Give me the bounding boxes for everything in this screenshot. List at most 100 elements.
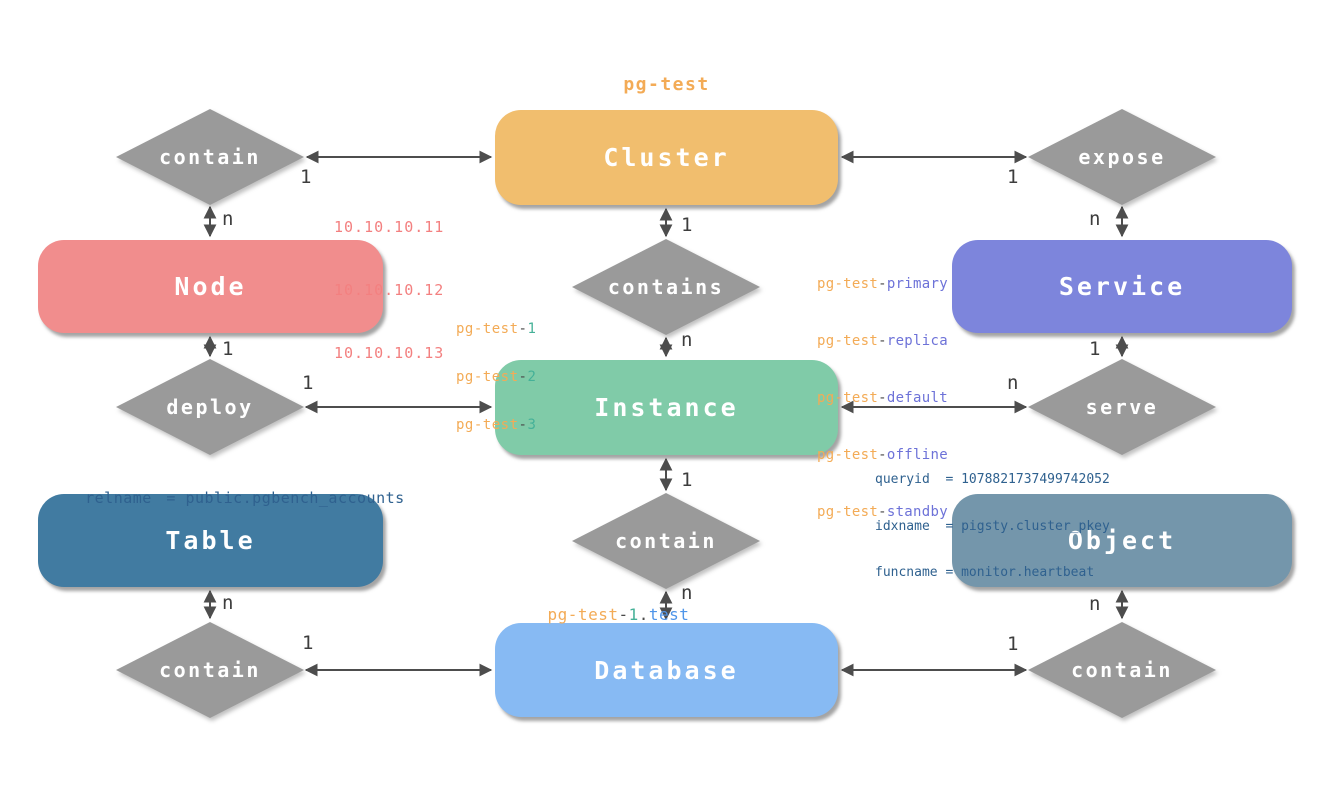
service-name-suffix: offline	[886, 447, 948, 463]
service-name-prefix: pg-test	[817, 333, 879, 349]
equals-sign: =	[166, 489, 176, 507]
relationship-contain-top-left-shape: contain	[116, 109, 304, 205]
cardinality-label: 1	[222, 338, 234, 360]
separator: -	[878, 276, 887, 292]
cardinality-label: 1	[302, 372, 314, 394]
cardinality-label: n	[1007, 372, 1019, 394]
equals-sign: =	[945, 565, 954, 580]
instance-name-prefix: pg-test	[456, 321, 519, 337]
equals-sign: =	[945, 518, 954, 534]
relationship-expose: expose	[1028, 109, 1216, 205]
entity-service-label: Service	[1058, 272, 1186, 301]
entity-database: Database	[495, 623, 838, 717]
relationship-contain-bottom-left-shape: contain	[116, 622, 304, 718]
attr-key: queryid	[875, 472, 930, 487]
node-ip: 10.10.10.12	[334, 281, 445, 299]
relationship-serve-label: serve	[1085, 395, 1159, 419]
cardinality-label: n	[222, 208, 234, 230]
entity-cluster: Cluster	[495, 110, 838, 205]
service-name-prefix: pg-test	[817, 447, 879, 463]
separator: -	[518, 321, 528, 337]
entity-service: Service	[952, 240, 1292, 333]
separator: -	[518, 417, 528, 433]
instance-name: pg-test-1	[456, 321, 536, 337]
service-name-prefix: pg-test	[817, 504, 879, 520]
object-attr: funcname= monitor.heartbeat	[875, 565, 1110, 581]
service-name: pg-test-standby	[817, 503, 948, 522]
cluster-name-annotation: pg-test	[623, 74, 710, 95]
attr-value: 1078821737499742052	[961, 472, 1110, 487]
relationship-expose-label: expose	[1078, 145, 1166, 169]
database-name-annotation: pg-test-1.test	[507, 586, 689, 643]
instance-name-prefix: pg-test	[456, 369, 519, 385]
entity-database-label: Database	[594, 655, 739, 685]
cardinality-label: 1	[681, 469, 693, 491]
node-ip: 10.10.10.13	[334, 344, 445, 362]
entity-cluster-label: Cluster	[603, 143, 730, 172]
instance-number: 3	[527, 417, 537, 433]
service-name: pg-test-primary	[817, 275, 948, 294]
object-attrs-annotation: queryid = 1078821737499742052 idxname = pi…	[875, 441, 1110, 612]
relationship-contain-bottom-right-label: contain	[1071, 658, 1173, 682]
cardinality-label: 1	[1007, 166, 1019, 188]
relationship-contains-shape: contains	[572, 239, 760, 335]
cardinality-label: 1	[302, 632, 314, 654]
instance-number: 1	[527, 321, 537, 337]
instance-names-annotation: pg-test-1 pg-test-2 pg-test-3	[456, 289, 536, 465]
equals-sign: =	[945, 472, 954, 487]
object-attr: queryid = 1078821737499742052	[875, 472, 1110, 488]
relationship-contain-middle: contain	[572, 493, 760, 589]
separator: -	[878, 504, 887, 520]
instance-number: 2	[527, 369, 537, 385]
instance-name-prefix: pg-test	[456, 417, 519, 433]
entity-object: Object	[952, 494, 1292, 587]
relationship-deploy-label: deploy	[166, 395, 254, 419]
separator: -	[878, 333, 887, 349]
relationship-contain-bottom-right: contain	[1028, 622, 1216, 718]
service-name-suffix: replica	[886, 333, 948, 349]
cardinality-label: n	[222, 592, 234, 614]
service-name-prefix: pg-test	[817, 276, 879, 292]
dot-separator: .	[638, 605, 649, 624]
node-ips-annotation: 10.10.10.11 10.10.10.12 10.10.10.13	[334, 175, 444, 406]
separator: -	[518, 369, 528, 385]
cardinality-label: n	[1089, 208, 1101, 230]
database-instance-number: 1	[628, 605, 639, 624]
relationship-contain-bottom-left: contain	[116, 622, 304, 718]
cardinality-label: 1	[681, 214, 693, 236]
relationship-contains: contains	[572, 239, 760, 335]
instance-name: pg-test-3	[456, 417, 536, 433]
attr-key: relname	[85, 489, 152, 507]
attr-key: funcname	[875, 565, 938, 580]
object-attr: idxname = pigsty.cluster_pkey	[875, 519, 1110, 535]
cardinality-label: 1	[1007, 633, 1019, 655]
service-name: pg-test-offline	[817, 446, 948, 465]
service-name-suffix: default	[886, 390, 948, 406]
service-name-prefix: pg-test	[817, 390, 879, 406]
cardinality-label: 1	[1089, 338, 1101, 360]
cardinality-label: 1	[300, 166, 312, 188]
attr-value: public.pgbench_accounts	[185, 489, 405, 507]
relationship-contain-bottom-left-label: contain	[159, 658, 261, 682]
relationship-contains-label: contains	[607, 275, 725, 299]
entity-instance-label: Instance	[594, 393, 739, 422]
entity-object-label: Object	[1067, 526, 1177, 555]
entity-node-label: Node	[174, 272, 247, 301]
table-attr-annotation: relname = public.pgbench_accounts	[47, 471, 405, 525]
relationship-deploy-shape: deploy	[116, 359, 304, 455]
service-names-annotation: pg-test-primary pg-test-replica pg-test-…	[817, 237, 948, 560]
entity-table: Table	[38, 494, 383, 587]
attr-value: pigsty.cluster_pkey	[961, 518, 1110, 534]
node-ip: 10.10.10.11	[334, 218, 445, 236]
relationship-contain-bottom-right-shape: contain	[1028, 622, 1216, 718]
separator: -	[618, 605, 629, 624]
service-name-suffix: primary	[886, 276, 948, 292]
service-name: pg-test-replica	[817, 332, 948, 351]
instance-name: pg-test-2	[456, 369, 536, 385]
relationship-contain-top-left-label: contain	[159, 145, 261, 169]
attr-key: idxname	[875, 518, 930, 534]
database-name-suffix: test	[648, 605, 690, 624]
entity-node: Node	[38, 240, 383, 333]
cardinality-label: n	[1089, 593, 1101, 615]
